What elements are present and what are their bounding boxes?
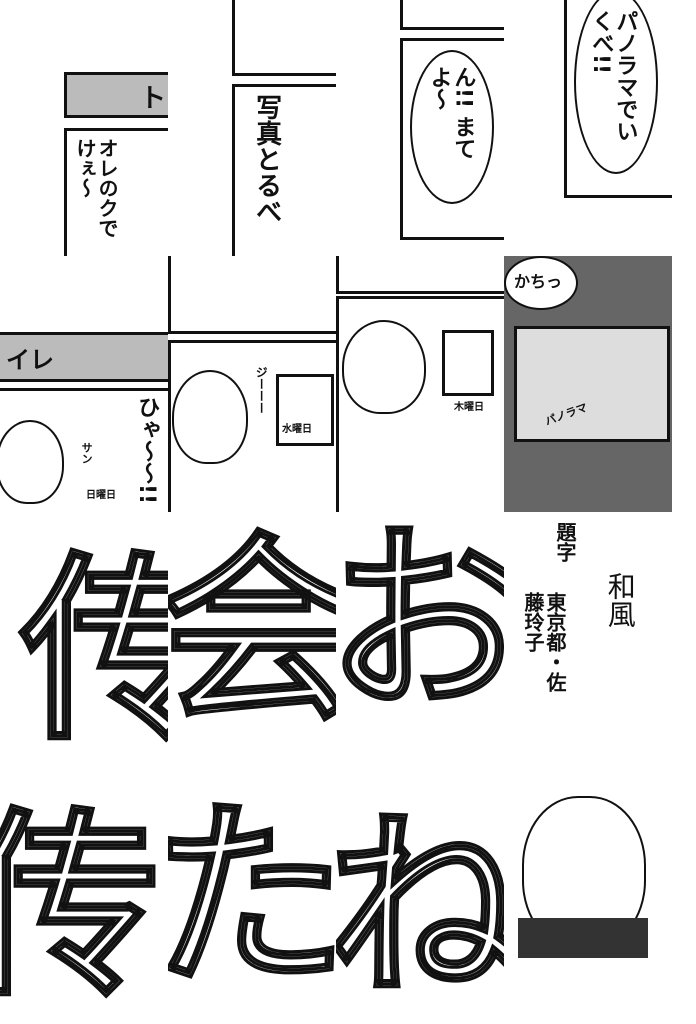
calendar bbox=[276, 374, 334, 446]
panel bbox=[336, 256, 504, 294]
tile-letter: 传 bbox=[0, 768, 168, 1024]
sfx-text: かちっ bbox=[514, 272, 563, 291]
tile-wait: ん!! まてよ〜 bbox=[336, 0, 504, 256]
speech-bubble bbox=[574, 0, 658, 174]
panel bbox=[232, 84, 336, 256]
decorated-letter: 会 bbox=[168, 515, 336, 748]
sfx-text: ジーーー bbox=[254, 366, 269, 414]
kimono-collar bbox=[518, 918, 648, 958]
sign-panel bbox=[0, 332, 168, 382]
sign-panel bbox=[64, 72, 168, 118]
credit-author: 東京都・佐藤玲子 bbox=[521, 592, 567, 692]
calendar-day: 木曜日 bbox=[454, 402, 484, 413]
character-head bbox=[172, 370, 248, 464]
tile-credits: 題字 東京都・佐藤玲子 和風 bbox=[504, 512, 672, 768]
speech-text: パノラマでいくべ!! bbox=[588, 10, 638, 142]
speech-text: ん!! まてよ〜 bbox=[426, 66, 476, 160]
tile-letter: お bbox=[336, 512, 504, 768]
tile-click: かちっ パノラマ bbox=[504, 256, 672, 512]
panel bbox=[64, 128, 168, 256]
camera-box bbox=[514, 326, 670, 442]
credit-label: 題字 bbox=[553, 522, 577, 562]
character-head bbox=[342, 320, 426, 414]
scream-text: ひゃ〜〜!! bbox=[134, 396, 160, 505]
tile-letter: ね bbox=[336, 768, 504, 1024]
calligraphy-title: 和風 bbox=[603, 572, 637, 628]
panel bbox=[168, 256, 336, 334]
decorated-letter: ね bbox=[336, 791, 504, 1024]
decorated-letter: 传 bbox=[18, 535, 168, 768]
speech-text: 写真とるべ bbox=[251, 94, 282, 224]
decorated-letter: お bbox=[336, 512, 504, 738]
tile-scream: イレ サン 日曜日 ひゃ〜〜!! bbox=[0, 256, 168, 512]
speech-text: オレのクでけぇ〜 bbox=[73, 138, 119, 238]
tile-letter: 传 bbox=[0, 512, 168, 768]
tile-photo-taking: 木曜日 bbox=[336, 256, 504, 512]
calendar-day: 日曜日 bbox=[86, 490, 116, 501]
speech-bubble bbox=[410, 50, 494, 204]
calendar-day: 水曜日 bbox=[282, 424, 312, 435]
character-head bbox=[0, 420, 64, 504]
tile-camera: ジーーー 水曜日 bbox=[168, 256, 336, 512]
decorated-letter: た bbox=[168, 781, 336, 1014]
tile-letter: 会 bbox=[168, 512, 336, 768]
sign-text: イレ bbox=[6, 346, 54, 374]
calendar-text: サン bbox=[80, 442, 94, 464]
tile-letter: た bbox=[168, 768, 336, 1024]
tile-portrait bbox=[504, 768, 672, 1024]
tile-panorama: パノラマでいくべ!! bbox=[504, 0, 672, 256]
calendar bbox=[442, 330, 494, 396]
tile-toilet-sign: ト オレのクでけぇ〜 bbox=[0, 0, 168, 256]
tile-photo: 写真とるべ bbox=[168, 0, 336, 256]
sign-text: ト bbox=[140, 84, 167, 114]
speech-bubble bbox=[504, 256, 578, 310]
panel bbox=[232, 0, 336, 76]
decorated-letter: 传 bbox=[0, 791, 162, 1024]
panel bbox=[400, 0, 504, 30]
